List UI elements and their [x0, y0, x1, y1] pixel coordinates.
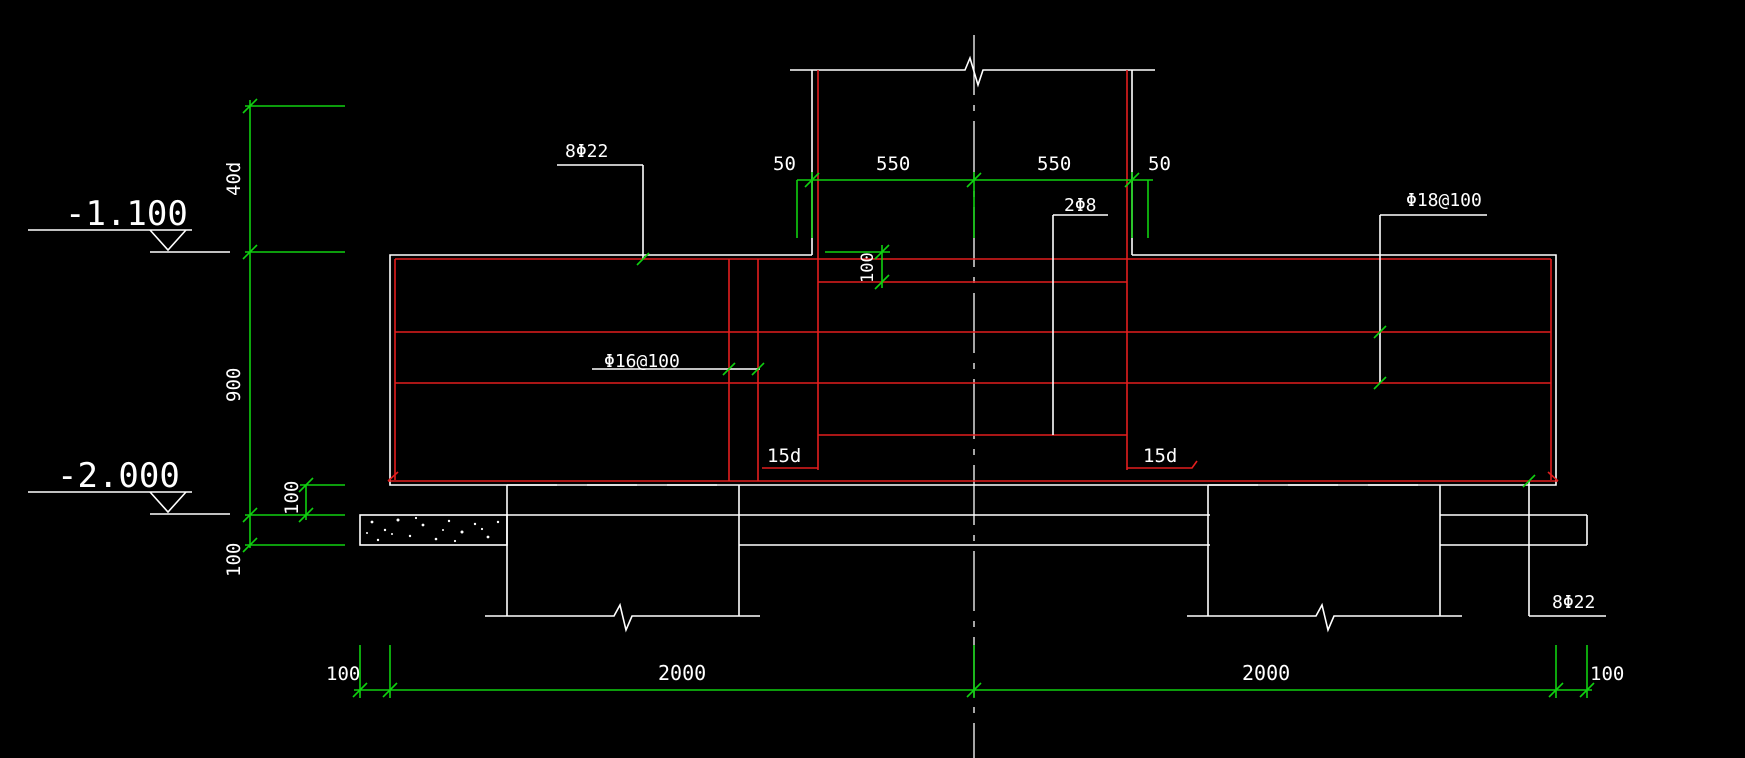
top-dimension-chain: 50 550 550 50	[773, 153, 1171, 238]
dim-left-cover-label: 50	[773, 153, 796, 175]
blinding-layer	[359, 514, 1588, 546]
dim-height-label: 900	[223, 368, 245, 402]
rebar-cage	[387, 214, 1559, 482]
dim-right-edge-label: 100	[1590, 663, 1624, 685]
dim-blinding-label: 100	[223, 543, 245, 577]
dim-right-cover-label: 50	[1148, 153, 1171, 175]
dim-stirrup-spacing-label: 100	[858, 252, 878, 283]
dim-cover-top-label: 100	[281, 481, 303, 515]
pile-left	[485, 484, 760, 633]
top-bars-label: 8Φ22	[565, 141, 608, 162]
side-stirrups-label: Φ16@100	[604, 351, 680, 372]
hook-right-label: 15d	[1143, 445, 1177, 467]
vertical-dimension-chain: 40d 900 100 100	[223, 98, 345, 577]
elevation-marker-top: -1.100	[28, 194, 230, 253]
elevation-marker-bottom: -2.000	[28, 456, 230, 515]
label-top-bars: 8Φ22	[557, 141, 650, 266]
stirrup-spacing-dimension: 100	[825, 244, 890, 290]
pile-right	[1187, 484, 1462, 633]
bottom-bars-label: 8Φ22	[1552, 592, 1595, 613]
middle-bars-label: 2Φ8	[1064, 195, 1097, 216]
column-outline	[790, 55, 1155, 470]
dim-left-edge-label: 100	[326, 663, 360, 685]
dim-right-span-label: 2000	[1242, 661, 1290, 685]
label-bottom-bars: 8Φ22	[1522, 474, 1606, 617]
bottom-dimension-chain: 100 2000 2000 100	[326, 645, 1624, 698]
dim-left-span-label: 2000	[658, 661, 706, 685]
elevation-top-label: -1.100	[65, 194, 188, 234]
elevation-bottom-label: -2.000	[57, 456, 180, 496]
right-stirrups-label: Φ18@100	[1406, 190, 1482, 211]
label-side-stirrups: Φ16@100	[592, 351, 765, 376]
foundation-outline	[389, 254, 1557, 486]
hook-left-label: 15d	[767, 445, 801, 467]
label-right-stirrups: Φ18@100	[1373, 190, 1487, 390]
dim-anchorage-label: 40d	[223, 162, 245, 196]
dim-left-half-label: 550	[876, 153, 910, 175]
dim-right-half-label: 550	[1037, 153, 1071, 175]
label-middle-bars: 2Φ8	[1064, 195, 1097, 216]
